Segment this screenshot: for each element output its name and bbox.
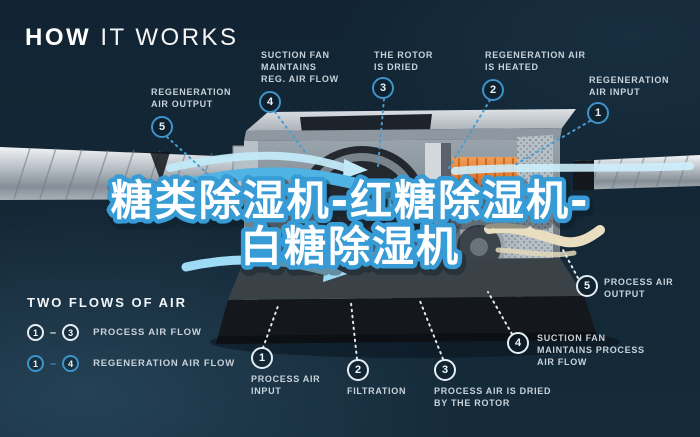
right-duct	[573, 155, 700, 191]
legend-label-process: PROCESS AIR FLOW	[93, 327, 202, 338]
callout-circle-3-process: 3	[434, 359, 456, 381]
callout-circle-1-regeneration: 1	[587, 102, 609, 124]
legend-dash: –	[50, 326, 57, 339]
legend-circle-process-to: 3	[62, 324, 80, 341]
overlay-title-line1: 糖类除湿机-红糖除湿机-	[111, 176, 590, 225]
legend-dash: –	[50, 357, 57, 370]
overlay-title-line2: 白糖除湿机	[240, 222, 460, 271]
legend-row-regeneration: 1 – 4 REGENERATION AIR FLOW	[27, 355, 235, 372]
callout-circle-5-process: 5	[576, 275, 598, 297]
leader-lines	[166, 98, 591, 360]
page-title: HOW IT WORKS	[25, 24, 239, 52]
overlay-title: 糖类除湿机-红糖除湿机- 糖类除湿机-红糖除湿机- 白糖除湿机 白糖除湿机	[106, 172, 596, 282]
overlay-title-shadow-line2: 白糖除湿机	[242, 226, 462, 275]
callout-circle-1-process: 1	[251, 347, 273, 369]
page-title-light: IT WORKS	[100, 24, 239, 51]
legend-row-process: 1 – 3 PROCESS AIR FLOW	[27, 324, 235, 341]
legend-two-flows: TWO FLOWS OF AIR 1 – 3 PROCESS AIR FLOW …	[27, 295, 235, 372]
legend-title: TWO FLOWS OF AIR	[27, 295, 188, 310]
legend-circle-regeneration-from: 1	[27, 355, 44, 372]
legend-label-regeneration: REGENERATION AIR FLOW	[93, 358, 236, 369]
callout-circle-2-regeneration: 2	[482, 79, 504, 101]
air-flow-ribbons	[166, 151, 694, 282]
overlay-title-shadow-line1: 糖类除湿机-红糖除湿机-	[113, 180, 592, 229]
callout-circle-3-regeneration: 3	[372, 77, 394, 99]
callout-circle-4-process: 4	[507, 332, 529, 354]
legend-circle-regeneration-to: 4	[62, 355, 80, 372]
legend-circle-process-from: 1	[27, 324, 44, 341]
callout-circle-4-regeneration: 4	[259, 91, 281, 113]
callout-label-filtration: FILTRATION	[347, 386, 407, 396]
callout-circle-5-regeneration: 5	[151, 116, 173, 138]
callout-circle-2-process: 2	[347, 359, 369, 381]
page-title-strong: HOW	[25, 24, 92, 51]
